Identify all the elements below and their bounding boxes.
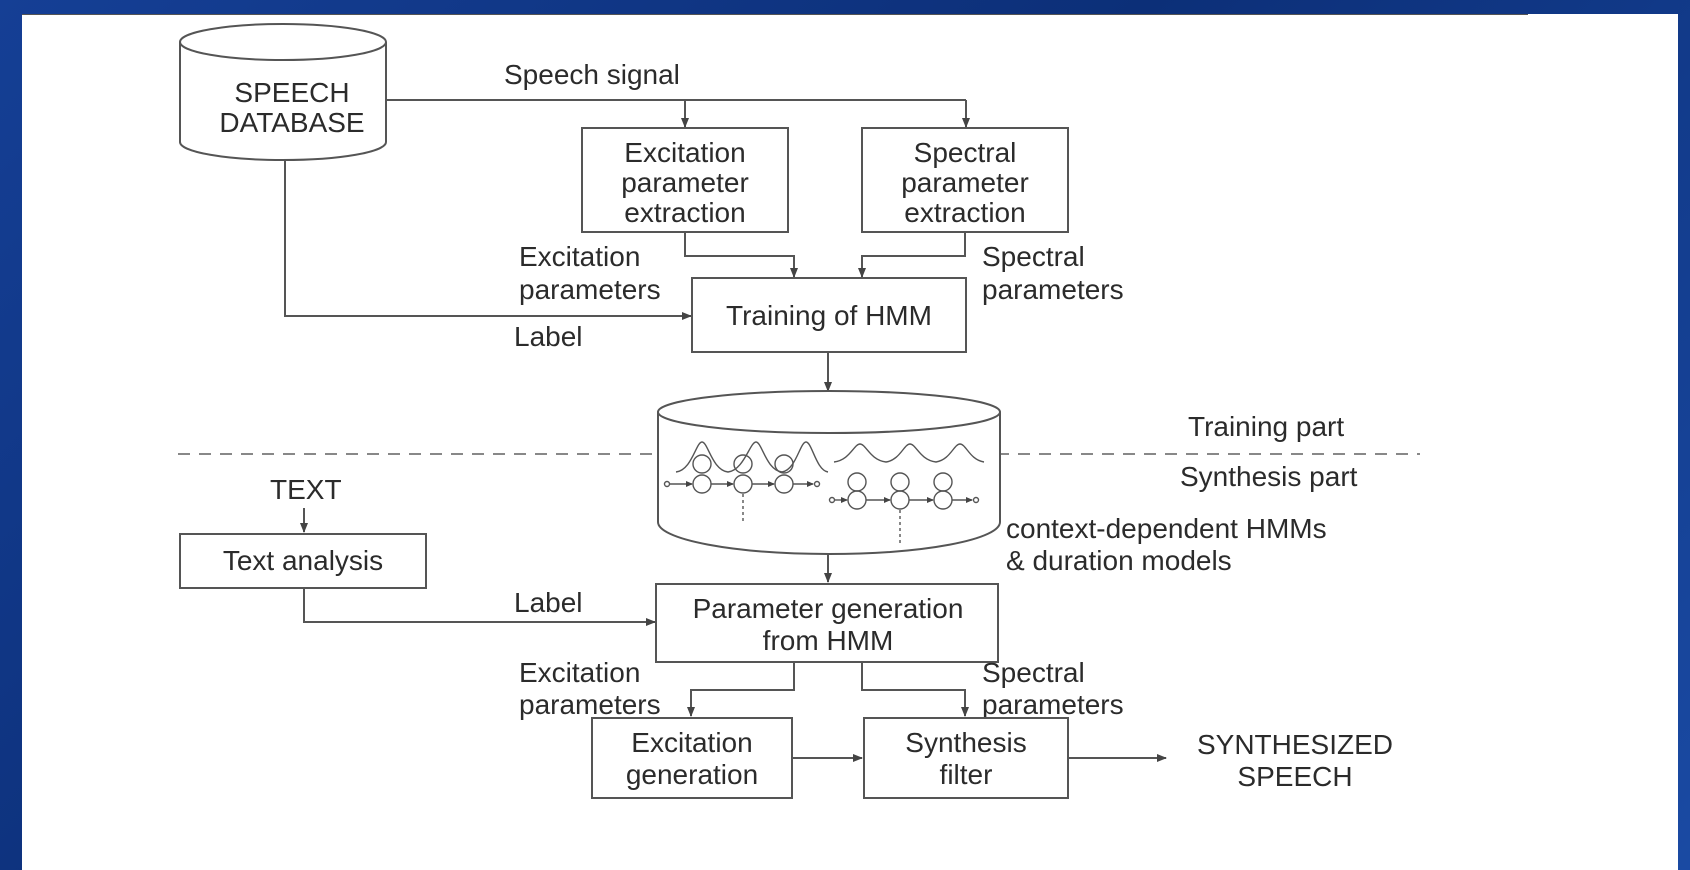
excitation-generation-line-1: Excitation	[631, 727, 752, 758]
label-bottom: Label	[514, 587, 583, 618]
label-to-training-arrow	[284, 160, 692, 320]
training-hmm-box	[691, 277, 967, 353]
spectral-parameters-bottom-line-1: Spectral	[982, 657, 1085, 688]
spectral-extraction-box	[861, 127, 1069, 233]
excitation-parameters-top-line-1: Excitation	[519, 241, 640, 272]
excitation-parameters-top-line-2: parameters	[519, 274, 661, 305]
hmm-tts-diagram: SPEECH DATABASE Speech signal Excitation…	[22, 14, 1528, 799]
spectral-extraction-line-3: extraction	[904, 197, 1025, 228]
spectral-parameters-top-line-2: parameters	[982, 274, 1124, 305]
excitation-extraction-box	[581, 127, 789, 233]
parameter-generation-line-1: Parameter generation	[693, 593, 964, 624]
excitation-extraction-line-1: Excitation	[624, 137, 745, 168]
speech-signal-label: Speech signal	[504, 59, 680, 90]
synthesis-filter-line-2: filter	[940, 759, 993, 790]
hmm-state-diagram-right	[828, 443, 985, 544]
parameter-generation-line-2: from HMM	[763, 625, 894, 656]
context-models-line-1: context-dependent HMMs	[1006, 513, 1327, 544]
synthesis-filter-line-1: Synthesis	[905, 727, 1026, 758]
training-part-label: Training part	[1188, 411, 1344, 442]
generation-to-excitation-arrow	[687, 662, 795, 717]
excitation-to-training-arrow	[684, 232, 798, 278]
synthesized-speech-line-2: SPEECH	[1237, 761, 1352, 792]
synthesized-speech-line-1: SYNTHESIZED	[1197, 729, 1393, 760]
training-hmm-label: Training of HMM	[726, 300, 932, 331]
label-to-generation-arrow	[303, 588, 656, 626]
spectral-parameters-bottom-line-2: parameters	[982, 689, 1124, 720]
diagram-panel: SPEECH DATABASE Speech signal Excitation…	[22, 14, 1678, 870]
text-analysis-box	[179, 533, 427, 589]
spectral-extraction-line-2: parameter	[901, 167, 1029, 198]
spectral-to-training-arrow	[858, 232, 966, 278]
generation-to-filter-arrow	[861, 662, 969, 717]
speech-database-label-1: SPEECH	[234, 77, 349, 108]
text-analysis-label: Text analysis	[223, 545, 383, 576]
excitation-generation-line-2: generation	[626, 759, 758, 790]
context-models-line-2: & duration models	[1006, 545, 1232, 576]
parameter-generation-box	[655, 583, 999, 663]
excitation-parameters-bottom-line-2: parameters	[519, 689, 661, 720]
hmm-state-diagram-left	[663, 441, 829, 524]
excitation-parameters-bottom-line-1: Excitation	[519, 657, 640, 688]
speech-database-label-2: DATABASE	[219, 107, 364, 138]
spectral-parameters-top-line-1: Spectral	[982, 241, 1085, 272]
hmm-models-cylinder	[657, 390, 1001, 555]
speech-database-cylinder: SPEECH DATABASE	[179, 23, 387, 161]
excitation-extraction-line-2: parameter	[621, 167, 749, 198]
label-top: Label	[514, 321, 583, 352]
spectral-extraction-line-1: Spectral	[914, 137, 1017, 168]
text-input-label: TEXT	[270, 474, 342, 505]
excitation-extraction-line-3: extraction	[624, 197, 745, 228]
synthesis-part-label: Synthesis part	[1180, 461, 1358, 492]
